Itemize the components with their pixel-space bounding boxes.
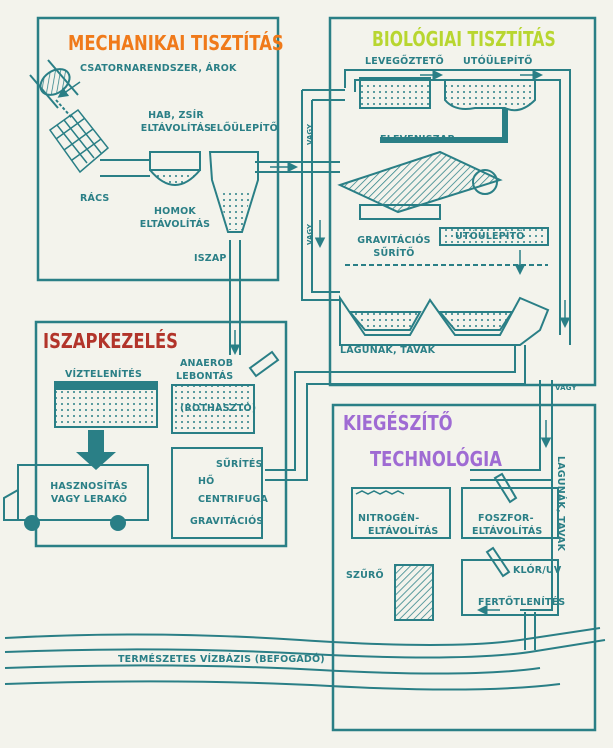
label-utilization-line2: VAGY LERAKÓ: [50, 494, 128, 505]
label-nitrogen-line1: NITROGÉN-: [358, 513, 420, 524]
label-phosphorus-line1: FOSZFOR-: [478, 513, 534, 524]
label-post-settler-1: UTÓÜLEPÍTŐ: [463, 56, 533, 67]
pre-settler-funnel: [208, 151, 259, 233]
lagoons-drawing: [339, 294, 550, 346]
label-digester: (ROTHASZTÓ): [180, 403, 257, 414]
river-drawing: [4, 627, 606, 691]
down-arrow: [76, 430, 116, 470]
flow-arrows: [57, 69, 571, 616]
screen-grid-drawing: [48, 108, 110, 174]
post-settler-tank-1: [444, 79, 536, 112]
nitrogen-waves: [355, 490, 405, 495]
label-chlorine-uv: KLÓR/UV: [513, 565, 562, 576]
label-or-3: VAGY: [555, 384, 577, 392]
pre-settler-sludge: [218, 190, 252, 230]
label-anaerobic-line2: LEBONTÁS: [176, 371, 234, 382]
label-receiver: TERMÉSZETES VÍZBÁZIS (BEFOGADÓ): [118, 654, 325, 665]
label-pre-settler: ELŐÜLEPÍTŐ: [210, 123, 278, 134]
label-centrifuge: CENTRIFUGA: [198, 494, 269, 505]
label-sand-line2: ELTÁVOLÍTÁS: [139, 219, 211, 230]
sludge-return-line: [380, 108, 508, 143]
trickling-filter: [337, 150, 503, 220]
label-gravitational: GRAVITÁCIÓS: [190, 516, 264, 527]
digester-tank: [171, 384, 255, 434]
label-lagoons-vertical: LAGUNÁK, TAVAK: [555, 456, 566, 552]
section-title-supplementary-line1: KIEGÉSZÍTŐ: [343, 411, 453, 435]
truck-drawing: [3, 464, 149, 531]
label-lagoons: LAGUNÁK, TAVAK: [340, 345, 436, 356]
label-sludge: ISZAP: [194, 253, 227, 264]
phosphorus-doser: [493, 472, 518, 504]
label-heat: HŐ: [198, 476, 215, 487]
section-title-mechanical: MECHANIKAI TISZTÍTÁS: [68, 31, 284, 55]
label-dewatering: VÍZTELENÍTÉS: [65, 369, 142, 380]
label-anaerobic-line1: ANAEROB: [180, 358, 234, 369]
label-sewer: CSATORNARENDSZER, ÁROK: [80, 63, 237, 74]
digester-spray: [248, 350, 280, 378]
label-utilization-line1: HASZNOSÍTÁS: [50, 481, 128, 492]
disinfection-tank: [461, 559, 559, 616]
label-screen: RÁCS: [80, 193, 110, 204]
dewatering-bed-top: [55, 382, 157, 390]
label-filter: SZŰRŐ: [346, 570, 384, 581]
label-grease-line2: ELTÁVOLÍTÁS: [140, 123, 212, 134]
label-nitrogen-line2: ELTÁVOLÍTÁS: [368, 526, 439, 537]
label-sand-line1: HOMOK: [154, 206, 196, 217]
post-settler-tank-2: [439, 227, 549, 246]
pipe-network: [229, 69, 571, 650]
sewer-pipe-drawing: [29, 59, 79, 119]
label-or-1: VAGY: [306, 123, 314, 145]
thickening-box: [171, 447, 263, 539]
label-gravity-line2: SŰRÍTŐ: [373, 248, 415, 259]
label-activated-sludge: ELEVENISZAP: [380, 134, 455, 145]
label-post-settler-2: UTÓÜLEPÍTŐ: [455, 231, 525, 242]
filter-unit: [394, 564, 434, 621]
channel-drawing: [100, 159, 150, 177]
label-disinfection: FERTŐTLENÍTÉS: [478, 597, 566, 608]
label-phosphorus-line2: ELTÁVOLÍTÁS: [472, 526, 543, 537]
grease-tank: [149, 151, 201, 171]
section-title-supplementary-line2: TECHNOLÓGIA: [370, 447, 502, 471]
label-or-2: VAGY: [306, 223, 314, 245]
mechanical-section-box: [36, 16, 280, 282]
supplementary-section-box: [331, 403, 597, 732]
sand-trap: [149, 169, 201, 186]
chlorine-doser: [485, 546, 511, 578]
label-thickening: SŰRÍTÉS: [216, 459, 263, 470]
nitrogen-tank: [351, 487, 451, 539]
sludge-section-box: [34, 320, 288, 548]
label-grease-line1: HAB, ZSÍR: [148, 110, 204, 121]
aerator-tank: [359, 77, 431, 109]
section-title-biological: BIOLÓGIAI TISZTÍTÁS: [372, 27, 556, 51]
label-aerator: LEVEGŐZTETŐ: [365, 56, 444, 67]
label-gravity-line1: GRAVITÁCIÓS: [357, 235, 431, 246]
section-title-sludge: ISZAPKEZELÉS: [43, 329, 178, 353]
